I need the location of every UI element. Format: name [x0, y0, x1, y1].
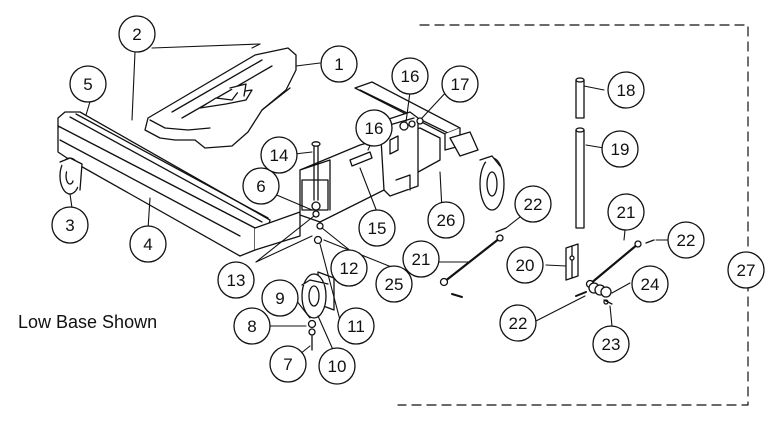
callout-26: 26 [427, 201, 465, 239]
part-mast-bracket-20 [565, 243, 579, 281]
callout-label-16a: 16 [365, 119, 384, 138]
callout-3: 3 [51, 206, 89, 244]
part-rear-caster-right [449, 131, 505, 211]
callout-label-21a: 21 [412, 250, 431, 269]
callout-16b: 16 [391, 57, 429, 95]
callout-21b: 21 [607, 193, 645, 231]
callout-label-22b: 22 [677, 231, 696, 250]
part-mast-socket [299, 111, 441, 223]
callout-label-16b: 16 [401, 67, 420, 86]
part-mast-top-18 [575, 77, 585, 119]
callout-label-23: 23 [602, 335, 621, 354]
callout-label-4: 4 [143, 235, 152, 254]
callout-label-14: 14 [270, 146, 289, 165]
callout-24: 24 [631, 265, 669, 303]
part-nut-6 [311, 201, 324, 245]
callout-23: 23 [592, 325, 630, 363]
part-washer-17 [416, 117, 424, 125]
part-mast-tube-19 [575, 127, 585, 229]
callout-label-9: 9 [275, 289, 284, 308]
callout-label-10: 10 [328, 357, 347, 376]
callout-label-11: 11 [347, 317, 365, 336]
callout-4: 4 [129, 225, 167, 263]
callout-7: 7 [269, 345, 307, 383]
callout-21a: 21 [402, 240, 440, 278]
part-pin-22-mid [575, 291, 587, 297]
callout-18: 18 [607, 71, 645, 109]
callout-label-22c: 22 [509, 314, 528, 333]
callout-22c: 22 [499, 304, 537, 342]
callout-label-8: 8 [247, 317, 256, 336]
caption-low-base: Low Base Shown [18, 312, 158, 332]
callout-11: 11 [337, 307, 375, 345]
callout-label-1: 1 [334, 55, 343, 74]
callout-label-22a: 22 [524, 195, 543, 214]
part-base-frame [57, 125, 301, 257]
callout-label-17: 17 [451, 75, 470, 94]
part-pin-22-lower [451, 293, 463, 298]
callout-22a: 22 [514, 185, 552, 223]
callout-1: 1 [320, 45, 358, 83]
callout-22b: 22 [667, 221, 705, 259]
callout-label-3: 3 [65, 216, 74, 235]
callout-9: 9 [261, 279, 299, 317]
callout-16a: 16 [355, 109, 393, 147]
callout-label-13: 13 [227, 271, 246, 290]
part-tie-rod-21-left [439, 227, 507, 287]
callout-label-26: 26 [437, 211, 456, 230]
callout-5: 5 [69, 65, 107, 103]
part-bolt-23 [603, 299, 613, 305]
callout-label-15: 15 [368, 219, 387, 238]
callout-2: 2 [118, 15, 156, 53]
part-pin-16 [349, 151, 373, 167]
callout-label-27: 27 [737, 261, 756, 280]
callout-label-12: 12 [340, 259, 359, 278]
callout-13: 13 [217, 261, 255, 299]
callout-25: 25 [375, 265, 413, 303]
kit-boundary-dashed [397, 24, 749, 406]
part-bolt-14 [311, 141, 321, 201]
part-front-caster [301, 271, 335, 351]
callout-label-20: 20 [516, 256, 535, 275]
part-motor-cover [144, 47, 297, 149]
callout-label-2: 2 [132, 25, 141, 44]
callout-27: 27 [727, 251, 765, 289]
callout-label-6: 6 [256, 177, 265, 196]
callout-label-21b: 21 [617, 203, 636, 222]
callout-label-24: 24 [641, 275, 660, 294]
callout-label-25: 25 [385, 275, 404, 294]
callout-19: 19 [601, 130, 639, 168]
part-spring-24 [588, 282, 612, 298]
callout-6: 6 [242, 167, 280, 205]
callout-label-19: 19 [611, 140, 630, 159]
callout-20: 20 [506, 246, 544, 284]
callout-15: 15 [358, 209, 396, 247]
callout-label-5: 5 [83, 75, 92, 94]
callout-label-7: 7 [283, 355, 292, 374]
callout-12: 12 [330, 249, 368, 287]
callout-8: 8 [233, 307, 271, 345]
callout-label-18: 18 [617, 81, 636, 100]
callout-14: 14 [260, 136, 298, 174]
callout-17: 17 [441, 65, 479, 103]
callout-10: 10 [318, 347, 356, 385]
part-rear-caster-left [59, 157, 83, 195]
part-pin-16-upper [399, 120, 416, 131]
